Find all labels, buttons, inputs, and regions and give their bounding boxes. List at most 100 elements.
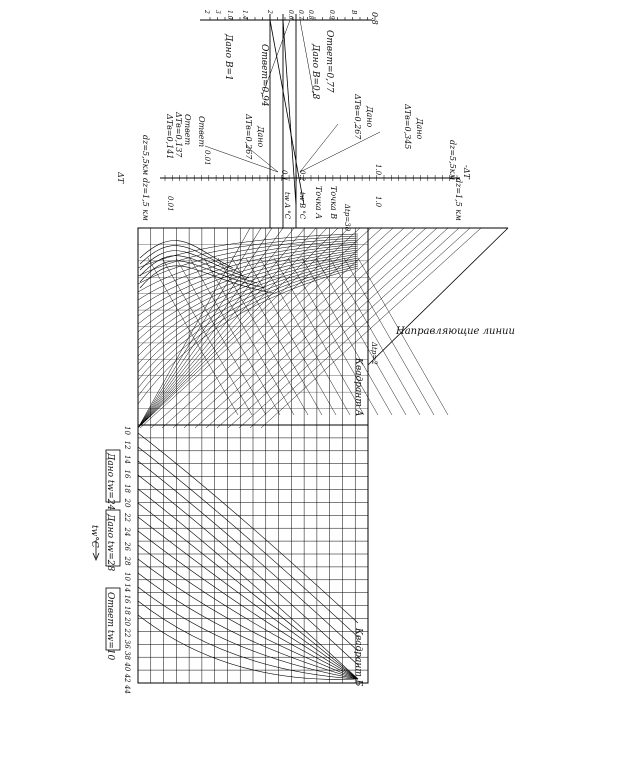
- side-box: [105, 449, 121, 503]
- mid-scale-label: 0.2: [298, 170, 306, 182]
- guide-line: [249, 227, 471, 429]
- guide-line: [216, 227, 438, 429]
- box-given-24: Дано tw=24: [105, 452, 115, 510]
- quadrant-a-curve: [137, 265, 359, 397]
- quadrant-a-diagonal: [329, 257, 421, 416]
- quadrant-a-diagonal: [315, 257, 407, 416]
- left-axis-tick: 16: [123, 595, 131, 604]
- left-axis-tick: 14: [123, 455, 131, 464]
- left-axis-tick: 10: [123, 572, 131, 581]
- quadrant-a-curve: [137, 261, 359, 381]
- quadrant-b-curve: [137, 460, 359, 652]
- quadrant-a-loop: [139, 250, 250, 279]
- quadrant-a-diagonal: [217, 257, 309, 416]
- quadrant-a-loop: [139, 245, 242, 274]
- label-dano-b1: Дано B=1: [223, 33, 233, 81]
- quadrant-b-curve: [137, 572, 359, 680]
- label-dz-left: dz=5,5км: [141, 135, 150, 176]
- grid-lines: [138, 228, 368, 684]
- quadrant-a-diagonal: [231, 257, 323, 416]
- top-scale-end: 0.8: [370, 12, 379, 25]
- quadrant-b-curve: [137, 516, 359, 680]
- answer-line-1: [269, 19, 305, 206]
- quadrant-b-curve: [137, 474, 359, 666]
- label-dano-a: Дано: [256, 125, 265, 148]
- label-fv: Δtр=30: [343, 203, 351, 232]
- mid-scale-label: 0.01: [203, 150, 211, 166]
- label-quadrant-a: Квадрант A: [353, 357, 363, 417]
- left-axis-tick: 22: [123, 628, 131, 638]
- left-axis-label: tw°C: [89, 525, 99, 548]
- left-axis-tick: 24: [123, 527, 131, 537]
- quadrant-a-diagonal: [343, 257, 435, 416]
- top-scale-label: B: [350, 9, 357, 15]
- left-axis-tick: 22: [123, 512, 131, 522]
- left-axis-tick: 18: [123, 606, 131, 615]
- left-axis-tick: 40: [123, 661, 131, 671]
- quadrant-a-curve: [137, 237, 359, 285]
- quadrant-a-diagonal: [273, 257, 365, 416]
- guide-line: [194, 227, 416, 429]
- quadrant-a-diagonal: [147, 257, 239, 416]
- guide-line: [227, 227, 449, 429]
- quadrant-a-diagonal: [175, 257, 267, 416]
- quadrant-a-curve: [137, 241, 359, 301]
- answer-line-2: [282, 19, 297, 206]
- quadrant-b-curve: [137, 488, 359, 680]
- quadrant-b-curve: [137, 530, 359, 680]
- label-dano-0345-val: ΔTв=0,345: [403, 103, 412, 149]
- label-point-a: Точка A: [314, 186, 323, 219]
- left-axis-tick: 44: [123, 684, 131, 694]
- left-axis-tick: 18: [123, 484, 131, 493]
- guide-line: [137, 227, 317, 429]
- label-dz-right2: dz=1,5 км: [454, 178, 463, 221]
- quadrant-a-curve: [137, 249, 359, 333]
- label-tw-b: tw B °C: [298, 192, 306, 220]
- leader: [299, 131, 381, 173]
- quadrant-a-curve: [137, 253, 359, 349]
- quadrant-b-curve: [137, 600, 359, 680]
- top-scale-label: 1.4: [241, 10, 248, 20]
- left-axis-tick: 16: [123, 470, 131, 479]
- quadrant-b-curve: [137, 544, 359, 680]
- quadrant-a-curve: [137, 233, 359, 269]
- quadrant-b-curve: [137, 432, 359, 624]
- quadrant-a-curve: [137, 245, 359, 317]
- quadrant-b-curve: [137, 586, 359, 680]
- top-scale-label: 0.9: [328, 10, 335, 20]
- quadrant-a-loop: [139, 240, 234, 269]
- label-guide-lines: Направляющие линии: [395, 326, 515, 337]
- leader: [261, 19, 291, 97]
- quadrant-a-loop: [139, 265, 274, 294]
- side-box: [105, 587, 121, 651]
- left-axis-tick: 10: [123, 426, 131, 435]
- left-axis-tick: 20: [123, 616, 131, 626]
- guide-line: [137, 227, 262, 429]
- guide-line: [137, 227, 328, 429]
- label-dano-0267-val: ΔTв=0,267: [353, 93, 362, 140]
- guide-line: [139, 227, 361, 429]
- guide-line: [137, 227, 306, 429]
- guide-line: [137, 227, 284, 429]
- top-scale-label: 3: [214, 10, 221, 14]
- top-scale-label: 2: [203, 9, 210, 14]
- quadrant-a-diagonal: [301, 257, 393, 416]
- quadrant-a-curve: [137, 263, 359, 389]
- left-axis-tick: 20: [123, 498, 131, 508]
- left-axis-tick: 28: [123, 556, 131, 566]
- axis-arrowhead: [92, 552, 100, 562]
- label-dz-left2: dz=1,5 км: [141, 178, 150, 221]
- leader: [245, 145, 279, 173]
- quadrant-a-curve: [137, 235, 359, 277]
- label-answer-077: Ответ=0,77: [324, 30, 334, 93]
- box-answer-10: Ответ tw=10: [105, 592, 115, 660]
- label-dz-right: dz=5,5км: [448, 140, 457, 181]
- curve-lines: [137, 227, 482, 680]
- label-delta-t-right: -ΔT: [462, 165, 471, 179]
- left-axis-tick: 14: [123, 583, 131, 592]
- quadrant-a-loop: [139, 255, 258, 284]
- quadrant-a-diagonal: [245, 257, 337, 416]
- guide-line: [137, 227, 350, 429]
